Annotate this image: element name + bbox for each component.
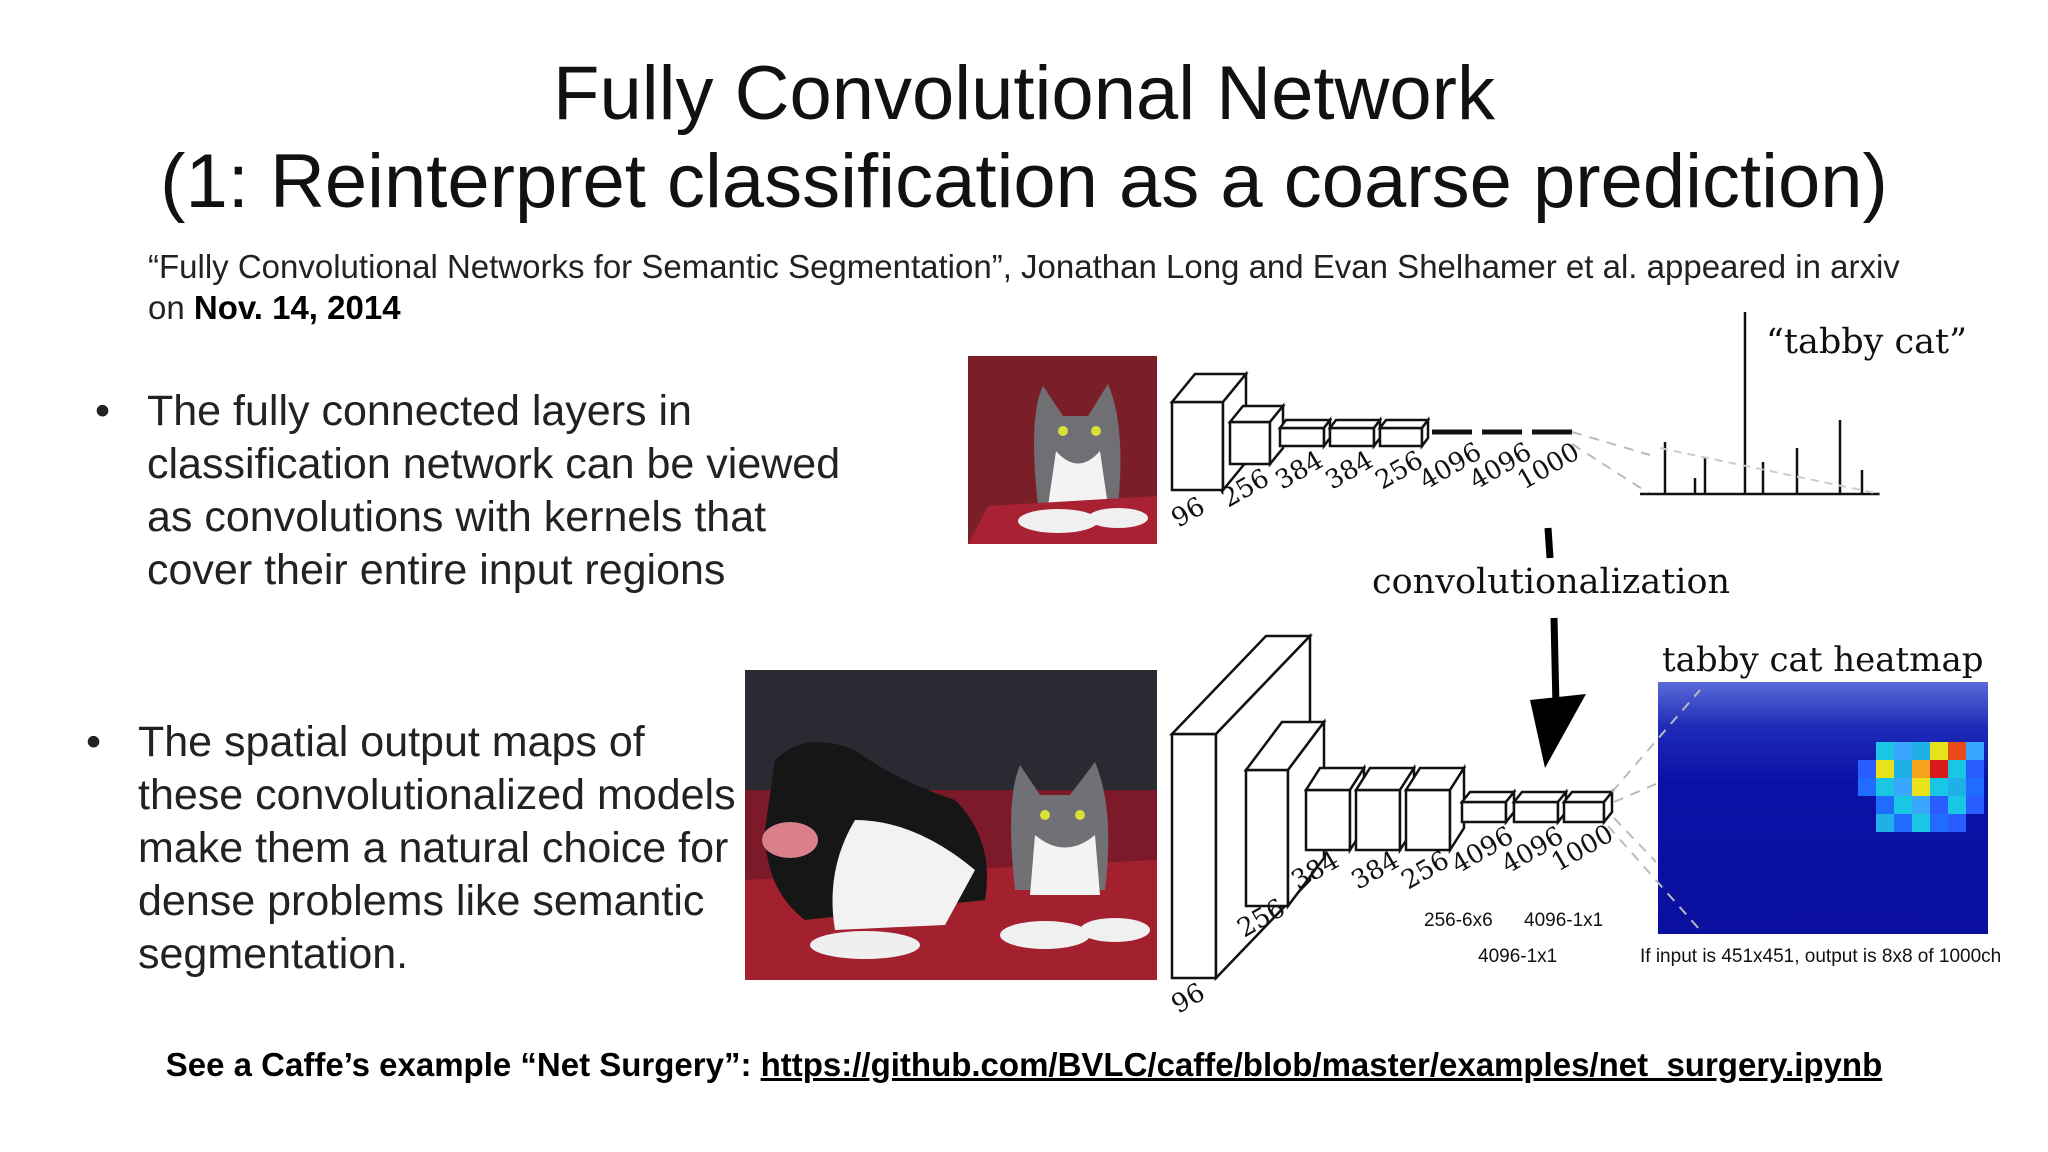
heatmap-cell	[1948, 796, 1966, 814]
bottom-layer-box	[1353, 763, 1417, 855]
top-label-384-a: 384	[1271, 445, 1329, 496]
bottom-layer-box	[1243, 718, 1327, 910]
heatmap-cell	[1930, 778, 1948, 796]
top-layer-box	[1169, 370, 1249, 494]
tabby-cat-output-label: “tabby cat”	[1766, 322, 1967, 362]
heatmap-cell	[1894, 760, 1912, 778]
top-network	[1169, 370, 1572, 494]
heatmap-cell	[1966, 796, 1984, 814]
heatmap-cell	[1948, 814, 1966, 832]
bullet-dot: •	[86, 718, 102, 766]
top-label-1000: 1000	[1513, 437, 1585, 496]
heatmap-cell	[1912, 760, 1930, 778]
bottom-layer-box	[1403, 763, 1467, 855]
top-layer-box	[1327, 416, 1383, 450]
dog-and-cat-photo	[745, 670, 1157, 980]
paper-citation: “Fully Convolutional Networks for Semant…	[148, 246, 1928, 328]
bullet-dot: •	[95, 387, 111, 435]
heatmap-cell	[1930, 814, 1948, 832]
note-kernel-4096-b: 4096-1x1	[1478, 946, 1558, 967]
bottom-label-1000: 1000	[1547, 819, 1619, 878]
bullet-text: The fully connected layers in classifica…	[147, 387, 841, 594]
top-label-4096-b: 4096	[1465, 437, 1537, 496]
net-surgery-footer: See a Caffe’s example “Net Surgery”: htt…	[0, 1046, 2048, 1084]
bottom-label-4096-b: 4096	[1497, 821, 1569, 880]
top-layer-box	[1227, 402, 1286, 468]
top-connectors	[1571, 431, 1651, 495]
bottom-label-384-b: 384	[1347, 845, 1405, 896]
heatmap-cell	[1930, 796, 1948, 814]
bullet-text: The spatial output maps of these convolu…	[138, 718, 736, 978]
bottom-label-384-a: 384	[1287, 845, 1345, 896]
heatmap-cell	[1894, 814, 1912, 832]
heatmap-cell	[1912, 742, 1930, 760]
heatmap-cell	[1858, 760, 1876, 778]
top-label-256: 256	[1217, 463, 1275, 514]
heatmap-cell	[1912, 778, 1930, 796]
heatmap-cell	[1876, 778, 1894, 796]
top-label-384-b: 384	[1321, 445, 1379, 496]
bullet-fc-as-conv: • The fully connected layers in classifi…	[95, 385, 867, 597]
plot-trend-line	[1659, 447, 1881, 495]
note-kernel-4096-a: 4096-1x1	[1524, 910, 1604, 931]
heatmap-cell	[1912, 814, 1930, 832]
heatmap-cell	[1930, 760, 1948, 778]
heatmap-cell	[1948, 742, 1966, 760]
heatmap-cell	[1912, 796, 1930, 814]
bottom-label-96: 96	[1167, 978, 1211, 1021]
heatmap-cell	[1858, 778, 1876, 796]
top-layer-labels: 96 256 384 384 256 4096 4096 1000	[1167, 437, 1585, 534]
heatmap-cell	[1966, 760, 1984, 778]
bottom-layer-box	[1561, 788, 1615, 826]
bottom-label-256-b: 256	[1397, 845, 1455, 896]
heatmap-cell	[1894, 796, 1912, 814]
top-label-96: 96	[1167, 492, 1211, 535]
heatmap-cell	[1876, 796, 1894, 814]
heatmap-cell	[1948, 760, 1966, 778]
citation-date: Nov. 14, 2014	[193, 289, 401, 326]
heatmap-cell	[1876, 814, 1894, 832]
tabby-cat-heatmap	[1658, 682, 1988, 934]
heatmap-cell	[1966, 742, 1984, 760]
top-layer-box	[1377, 416, 1431, 450]
heatmap-title: tabby cat heatmap	[1662, 640, 1984, 680]
bottom-layer-box	[1511, 788, 1569, 826]
footer-prefix: See a Caffe’s example “Net Surgery”:	[165, 1046, 761, 1083]
heatmap-cell	[1930, 742, 1948, 760]
top-label-4096-a: 4096	[1415, 437, 1487, 496]
heatmap-cell	[1876, 760, 1894, 778]
bottom-layer-box	[1303, 763, 1367, 855]
slide-title-line1: Fully Convolutional Network	[553, 51, 1495, 136]
bottom-layer-box	[1169, 632, 1313, 982]
heatmap-cell	[1966, 778, 1984, 796]
heatmap-cell	[1948, 778, 1966, 796]
net-surgery-link[interactable]: https://github.com/BVLC/caffe/blob/maste…	[760, 1046, 1883, 1083]
top-label-256-b: 256	[1371, 445, 1429, 496]
note-output-size: If input is 451x451, output is 8x8 of 10…	[1640, 946, 2002, 967]
slide-title-line2: (1: Reinterpret classification as a coar…	[160, 139, 1888, 224]
bottom-label-256: 256	[1233, 893, 1291, 944]
heatmap-cell	[1876, 742, 1894, 760]
citation-text: “Fully Convolutional Networks for Semant…	[148, 248, 1900, 326]
bullet-spatial-output: • The spatial output maps of these convo…	[86, 716, 738, 981]
bottom-label-4096-a: 4096	[1447, 821, 1519, 880]
heatmap-cell	[1894, 778, 1912, 796]
tabby-cat-photo	[968, 356, 1157, 544]
top-layer-box	[1277, 416, 1333, 450]
convolutionalization-label: convolutionalization	[1372, 562, 1731, 602]
heatmap-cell	[1894, 742, 1912, 760]
note-kernel-256: 256-6x6	[1424, 910, 1493, 931]
bottom-layer-box	[1459, 788, 1517, 826]
